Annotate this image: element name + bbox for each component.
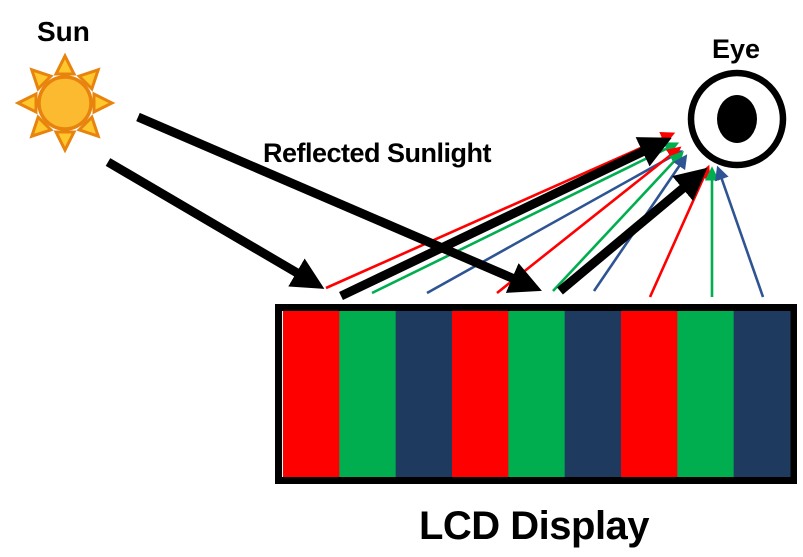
incident-sunlight-ray-1 (105, 158, 325, 289)
lcd-stripe-navy (564, 311, 622, 477)
sun-icon (14, 52, 116, 154)
reflected-sunlight-ray-1 (339, 137, 672, 301)
eye-pupil (717, 95, 757, 143)
lcd-stripe-green (677, 311, 735, 477)
blue-light-ray-3 (715, 165, 765, 298)
sun-ray (76, 67, 101, 92)
lcd-display (275, 304, 797, 484)
reflected-sunlight-ray-2 (557, 167, 708, 295)
lcd-stripe-navy (733, 311, 791, 477)
lcd-stripe-red (283, 311, 340, 477)
lcd-stripe-green (339, 311, 397, 477)
sun-rays (14, 52, 116, 154)
blue-light-ray-1 (426, 150, 683, 295)
lcd-display-label: LCD Display (419, 504, 650, 548)
incident-sunlight-ray-2 (136, 112, 542, 293)
lcd-stripe-red (621, 311, 678, 477)
lcd-stripe-green (508, 311, 566, 477)
sun-ray (29, 67, 54, 92)
reflected-sunlight-label: Reflected Sunlight (263, 138, 492, 168)
sun-label: Sun (37, 16, 90, 47)
lcd-stripes (283, 311, 791, 477)
lcd-stripe-red (452, 311, 509, 477)
sun-ray (76, 114, 101, 139)
sun-ray (29, 114, 54, 139)
eye-icon (687, 69, 787, 169)
green-light-ray-1 (371, 142, 680, 295)
lcd-stripe-navy (395, 311, 453, 477)
green-light-ray-2 (552, 150, 684, 292)
sun-disc (37, 75, 93, 131)
sun-ray (92, 91, 116, 115)
eye-label: Eye (712, 34, 760, 64)
sun-ray (14, 91, 38, 115)
sun-ray (53, 130, 77, 154)
red-light-ray-1 (325, 131, 676, 290)
sun-ray (53, 52, 77, 76)
